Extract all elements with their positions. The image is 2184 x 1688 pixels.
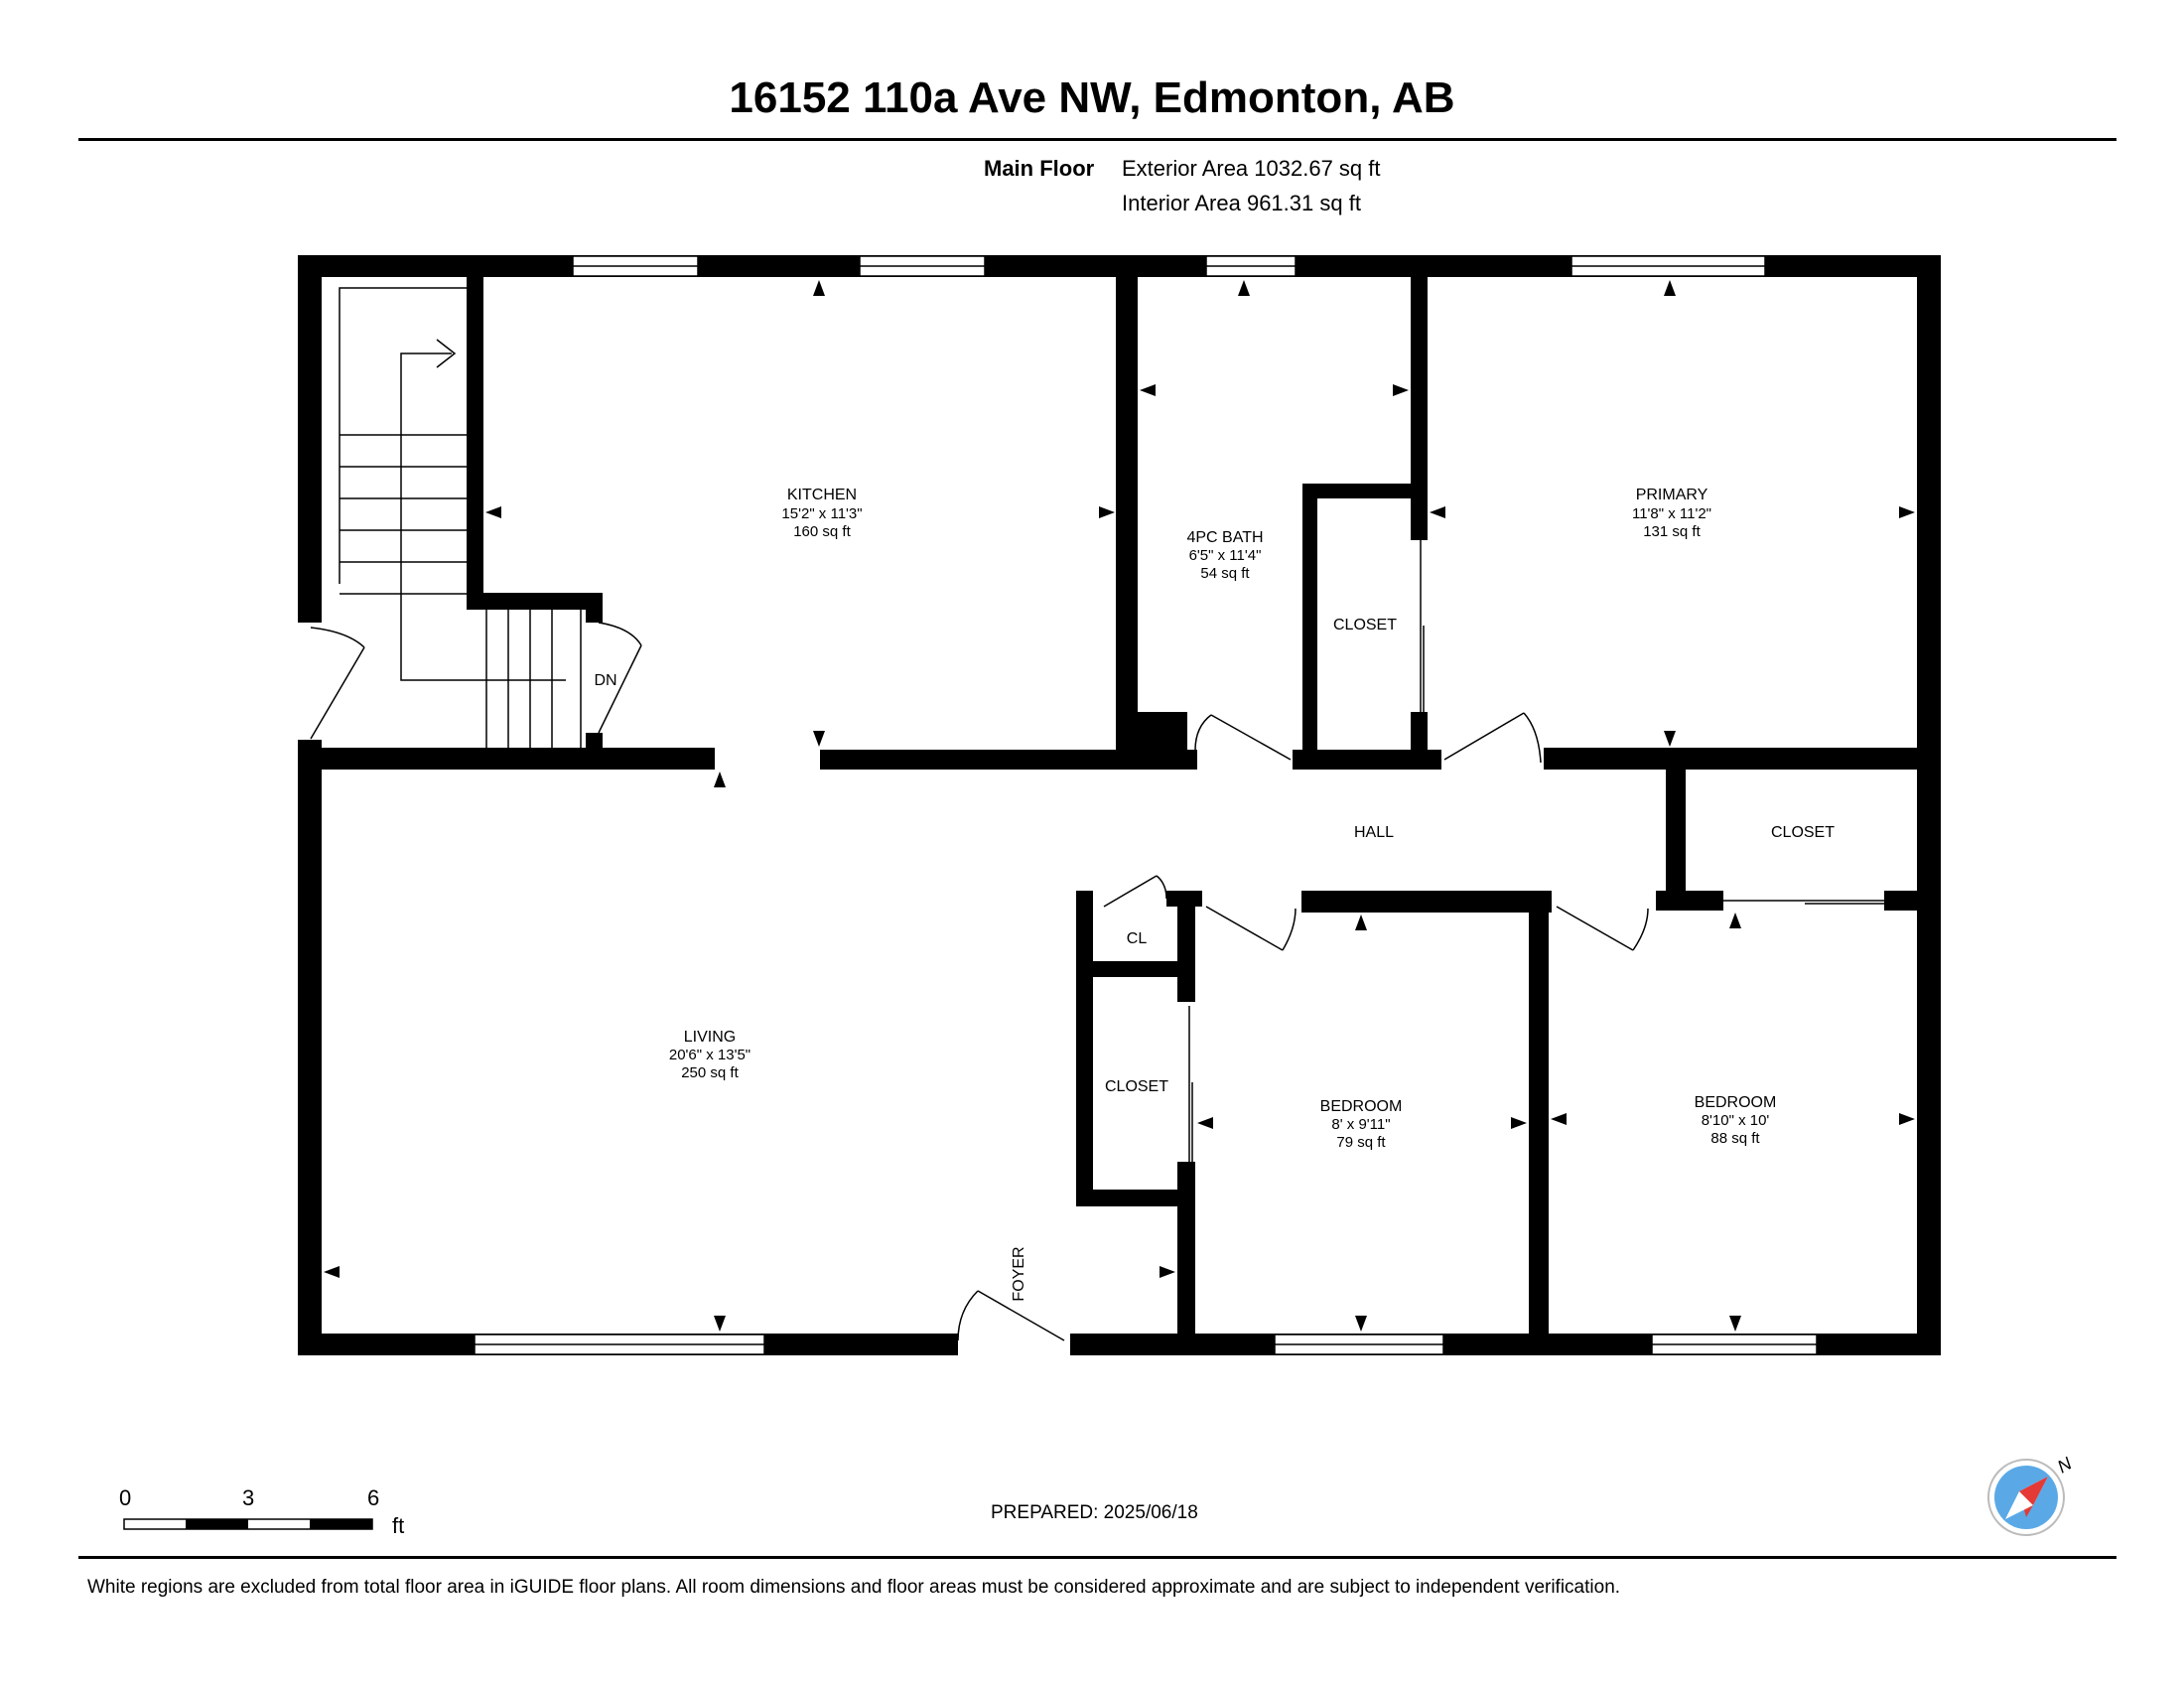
compass-north: N xyxy=(2054,1453,2076,1477)
windows xyxy=(474,255,1818,1355)
svg-text:BEDROOM: BEDROOM xyxy=(1695,1094,1777,1111)
room-4pc-bath: 4PC BATH 6'5" x 11'4" 54 sq ft xyxy=(1186,529,1263,582)
svg-text:6'5" x 11'4": 6'5" x 11'4" xyxy=(1189,547,1262,564)
label-closet-bedroom: CLOSET xyxy=(1105,1078,1168,1095)
stair-arrow xyxy=(400,352,566,681)
plan-title: 16152 110a Ave NW, Edmonton, AB xyxy=(729,73,1455,122)
label-closet-hall: CLOSET xyxy=(1771,824,1835,841)
compass-icon: N xyxy=(1987,1453,2076,1536)
label-hall: HALL xyxy=(1354,824,1394,841)
scale-tick-3: 3 xyxy=(242,1485,254,1510)
prepared-date: PREPARED: 2025/06/18 xyxy=(991,1502,1198,1523)
svg-text:20'6" x 13'5": 20'6" x 13'5" xyxy=(669,1047,751,1063)
svg-text:131 sq ft: 131 sq ft xyxy=(1643,523,1701,540)
svg-text:160 sq ft: 160 sq ft xyxy=(793,523,851,540)
svg-text:88 sq ft: 88 sq ft xyxy=(1710,1130,1760,1147)
label-stairs-dn: DN xyxy=(594,672,616,689)
svg-text:LIVING: LIVING xyxy=(684,1029,736,1046)
scale-unit: ft xyxy=(392,1513,404,1538)
scale-tick-0: 0 xyxy=(119,1485,131,1510)
room-primary: PRIMARY 11'8" x 11'2" 131 sq ft xyxy=(1632,487,1711,540)
room-bedroom-2: BEDROOM 8'10" x 10' 88 sq ft xyxy=(1695,1094,1777,1147)
svg-text:54 sq ft: 54 sq ft xyxy=(1200,565,1250,582)
room-bedroom-1: BEDROOM 8' x 9'11" 79 sq ft xyxy=(1320,1098,1403,1151)
disclaimer: White regions are excluded from total fl… xyxy=(87,1577,1621,1598)
label-closet-bath: CLOSET xyxy=(1333,617,1397,633)
doors xyxy=(310,540,1884,1341)
exterior-area: Exterior Area 1032.67 sq ft xyxy=(1122,156,1381,181)
svg-text:4PC BATH: 4PC BATH xyxy=(1186,529,1263,546)
header-rule xyxy=(78,138,2116,141)
walls xyxy=(298,255,1941,1355)
svg-text:KITCHEN: KITCHEN xyxy=(787,487,857,503)
svg-text:79 sq ft: 79 sq ft xyxy=(1336,1134,1386,1151)
svg-text:BEDROOM: BEDROOM xyxy=(1320,1098,1403,1115)
svg-text:PRIMARY: PRIMARY xyxy=(1636,487,1708,503)
footer-rule xyxy=(78,1556,2116,1559)
floor-label: Main Floor xyxy=(984,156,1095,181)
svg-text:8'10" x 10': 8'10" x 10' xyxy=(1702,1112,1770,1129)
room-kitchen: KITCHEN 15'2" x 11'3" 160 sq ft xyxy=(781,487,862,540)
svg-text:8' x 9'11": 8' x 9'11" xyxy=(1331,1116,1390,1133)
room-living: LIVING 20'6" x 13'5" 250 sq ft xyxy=(669,1029,751,1081)
staircase xyxy=(339,287,582,748)
svg-text:250 sq ft: 250 sq ft xyxy=(681,1064,739,1081)
dimension-arrows xyxy=(324,280,1915,1332)
scale-bar: 0 3 6 ft xyxy=(119,1485,404,1538)
svg-text:11'8" x 11'2": 11'8" x 11'2" xyxy=(1632,505,1711,522)
svg-text:15'2" x 11'3": 15'2" x 11'3" xyxy=(781,505,862,522)
scale-tick-6: 6 xyxy=(367,1485,379,1510)
label-cl: CL xyxy=(1127,930,1148,947)
interior-area: Interior Area 961.31 sq ft xyxy=(1122,191,1361,215)
label-foyer: FOYER xyxy=(1011,1246,1027,1301)
